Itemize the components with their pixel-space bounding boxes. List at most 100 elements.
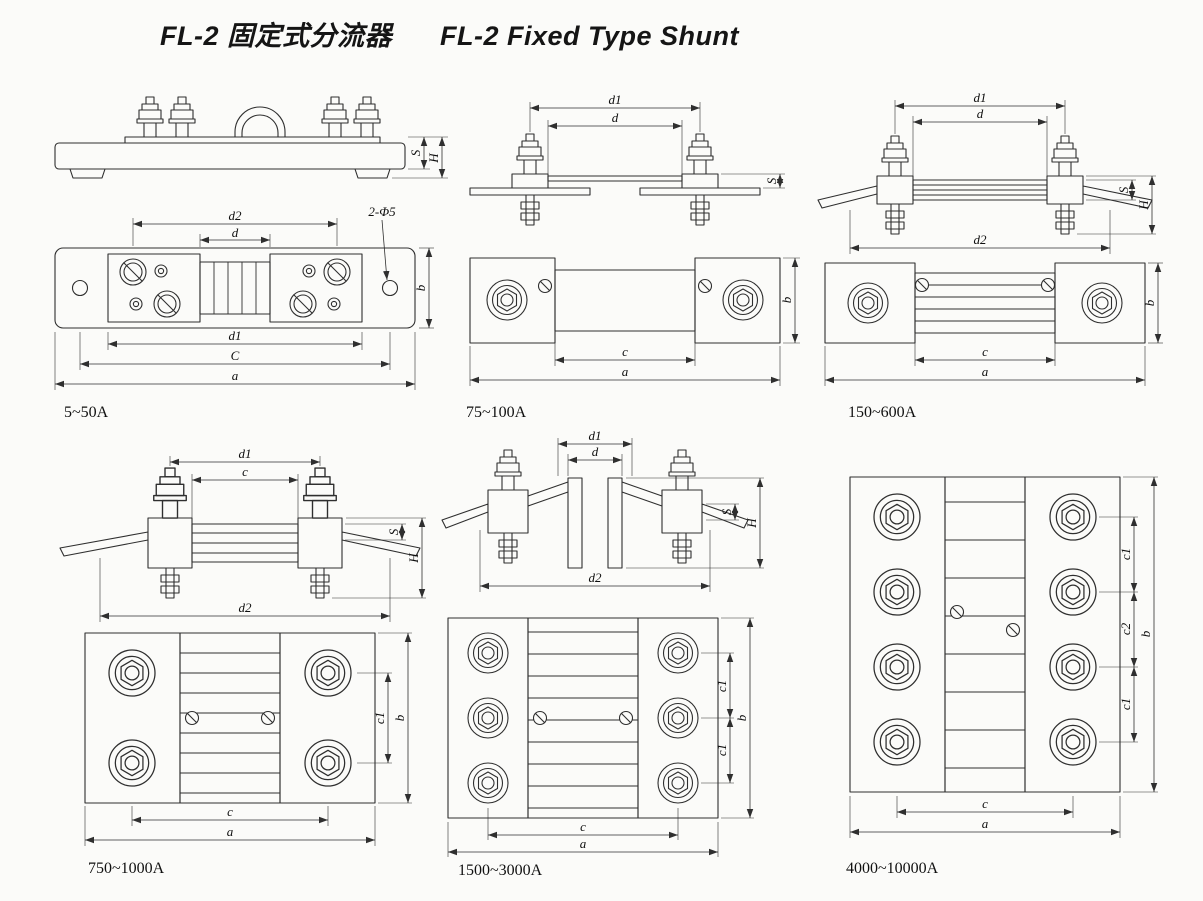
bolt-icon xyxy=(494,449,522,491)
side-view: d1 d S xyxy=(469,92,785,226)
amp-label-4000-10000a: 4000~10000A xyxy=(846,860,939,877)
terminal-bolt-icon xyxy=(304,739,352,787)
page-title: FL-2 固定式分流器 FL-2 Fixed Type Shunt xyxy=(160,14,739,53)
dim-label-c1: c1 xyxy=(1118,698,1133,710)
plan-view: c1 c2 c1 b c a xyxy=(849,476,1158,838)
page-title-cn: FL-2 固定式分流器 xyxy=(160,21,392,51)
dim-label-d: d xyxy=(232,225,239,240)
dim-label-d1: d1 xyxy=(589,428,602,443)
screw-icon xyxy=(532,710,548,726)
shunt-strip-arch xyxy=(234,106,286,138)
dim-label-c1: c1 xyxy=(372,712,387,724)
screw-icon xyxy=(184,710,200,726)
terminal-bolt-icon xyxy=(304,649,352,697)
terminal-screw-icon xyxy=(323,258,351,286)
screw-icon xyxy=(1040,277,1056,293)
screw-icon xyxy=(914,277,930,293)
dim-label-H: H xyxy=(406,553,421,564)
plan-view: c1 b c a xyxy=(84,632,412,846)
mounting-hole xyxy=(71,279,89,297)
dim-label-a: a xyxy=(622,364,629,379)
terminal-bolt-icon xyxy=(1049,643,1097,691)
bolt-icon xyxy=(303,467,337,519)
dim-label-d2: d2 xyxy=(589,570,603,585)
small-hole-icon xyxy=(129,297,143,311)
terminal-bolt-icon xyxy=(467,697,509,739)
amp-label-75-100a: 75~100A xyxy=(466,404,527,421)
bolt-icon xyxy=(168,96,196,138)
dim-label-c1: c1 xyxy=(714,744,729,756)
dim-label-C: C xyxy=(231,348,240,363)
dim-label-a: a xyxy=(232,368,239,383)
drawing-750-1000a: d1 c d2 S H xyxy=(59,446,426,846)
screw-icon xyxy=(949,604,965,620)
screw-icon xyxy=(537,278,553,294)
panel-4000-10000a: c1 c2 c1 b c a xyxy=(790,462,1180,847)
small-hole-icon xyxy=(327,297,341,311)
stud-nut-icon xyxy=(498,532,518,564)
dim-label-c: c xyxy=(622,344,628,359)
dim-label-a: a xyxy=(580,836,587,851)
drawing-1500-3000a: d1 d d2 S H xyxy=(441,428,764,857)
bolt-icon xyxy=(136,96,164,138)
dim-label-b: b xyxy=(413,284,428,291)
terminal-bolt-icon xyxy=(486,279,528,321)
side-view: d1 d d2 S H xyxy=(441,428,764,592)
dim-label-H: H xyxy=(1136,200,1151,211)
dim-label-b: b xyxy=(779,296,794,303)
screw-icon xyxy=(697,278,713,294)
dim-label-S: S xyxy=(1116,186,1131,193)
terminal-bolt-icon xyxy=(108,739,156,787)
amp-label-1500-3000a: 1500~3000A xyxy=(458,862,543,879)
dim-label-S: S xyxy=(408,149,423,156)
drawing-4000-10000a: c1 c2 c1 b c a xyxy=(849,476,1158,838)
dim-label-c2: c2 xyxy=(1118,622,1133,635)
dim-label-b: b xyxy=(1138,630,1153,637)
dim-label-b: b xyxy=(734,714,749,721)
bolt-icon xyxy=(321,96,349,138)
terminal-bolt-icon xyxy=(1081,282,1123,324)
terminal-bolt-icon xyxy=(722,279,764,321)
stud-nut-icon xyxy=(1055,203,1075,235)
dim-label-d2: d2 xyxy=(974,232,988,247)
dim-label-S: S xyxy=(719,508,734,515)
dim-label-d1: d1 xyxy=(239,446,252,461)
dim-label-a: a xyxy=(982,816,989,831)
terminal-bolt-icon xyxy=(467,762,509,804)
terminal-bolt-icon xyxy=(873,493,921,541)
dim-label-d1: d1 xyxy=(229,328,242,343)
drawing-75-100a: d1 d S c a b xyxy=(469,92,800,386)
dim-label-d1: d1 xyxy=(609,92,622,107)
terminal-bolt-icon xyxy=(657,762,699,804)
bolt-icon xyxy=(153,467,187,519)
side-view: d1 d d2 S H xyxy=(817,90,1156,254)
dim-label-c: c xyxy=(580,819,586,834)
panel-1500-3000a: d1 d d2 S H xyxy=(430,428,775,860)
terminal-bolt-icon xyxy=(1049,718,1097,766)
bolt-icon xyxy=(881,135,909,177)
bolt-icon xyxy=(668,449,696,491)
dim-label-c: c xyxy=(227,804,233,819)
terminal-bolt-icon xyxy=(467,632,509,674)
dim-label-c1: c1 xyxy=(714,680,729,692)
page-title-en: FL-2 Fixed Type Shunt xyxy=(440,21,740,51)
dim-label-d: d xyxy=(592,444,599,459)
plan-view: c a b xyxy=(469,257,800,386)
terminal-bolt-icon xyxy=(1049,493,1097,541)
terminal-bolt-icon xyxy=(873,643,921,691)
panel-5-50a: S H d2 d 2-Φ5 xyxy=(30,88,450,398)
plan-view: c a b xyxy=(824,262,1163,386)
bolt-icon xyxy=(686,133,714,175)
dim-label-holes: 2-Φ5 xyxy=(368,204,396,219)
screw-icon xyxy=(618,710,634,726)
dim-label-H: H xyxy=(426,153,441,164)
dim-label-d2: d2 xyxy=(239,600,253,615)
panel-150-600a: d1 d d2 S H c xyxy=(800,88,1170,398)
screw-icon xyxy=(260,710,276,726)
terminal-bolt-icon xyxy=(847,282,889,324)
stud-nut-icon xyxy=(310,567,330,599)
dim-label-H: H xyxy=(744,518,759,529)
terminal-screw-icon xyxy=(289,290,317,318)
terminal-bolt-icon xyxy=(657,697,699,739)
dim-label-c: c xyxy=(982,344,988,359)
